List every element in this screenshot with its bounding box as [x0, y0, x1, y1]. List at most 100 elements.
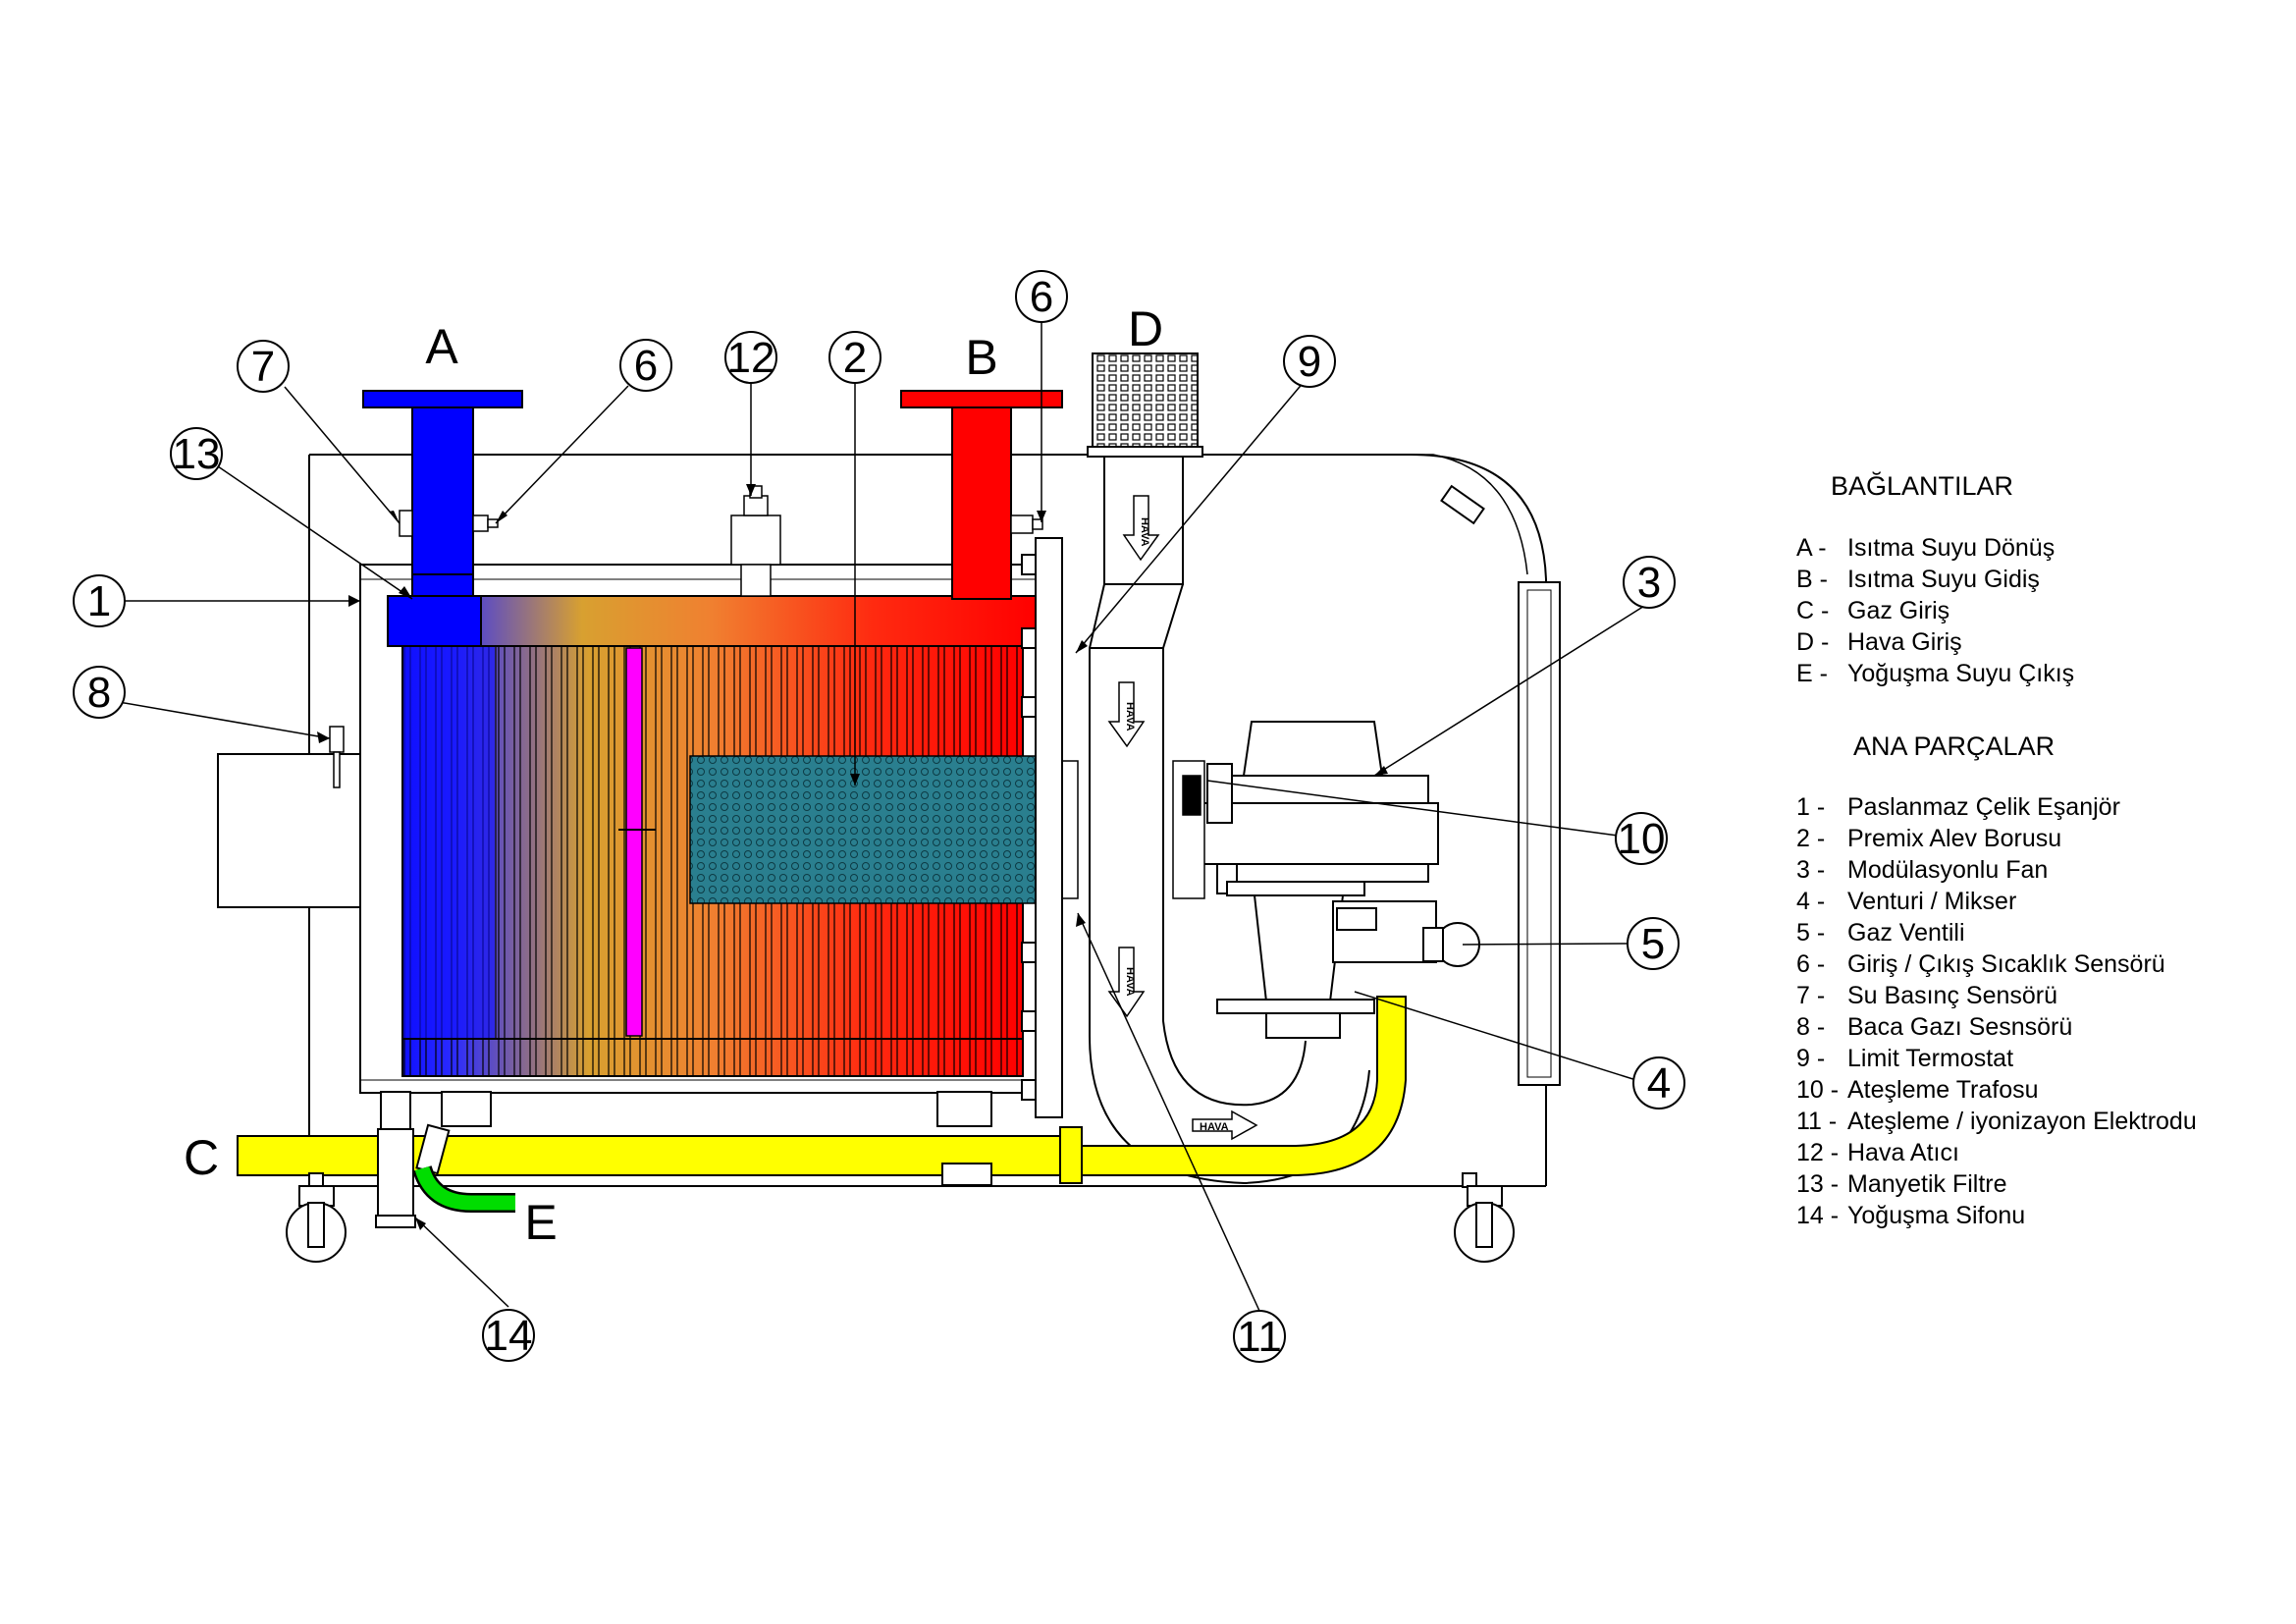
- part-key: 5 -: [1796, 919, 1826, 947]
- part-row-3: 3 -Modülasyonlu Fan: [1796, 856, 2048, 885]
- gas-valve: [1332, 900, 1480, 967]
- wheel-right: [1454, 1185, 1515, 1263]
- part-key: 12 -: [1796, 1139, 1840, 1166]
- balloon-6-left: 6: [619, 339, 672, 392]
- letter-e: E: [524, 1195, 557, 1250]
- part-row-13: 13 -Manyetik Filtre: [1796, 1170, 2007, 1199]
- leader-arrowheads: [317, 484, 1388, 1230]
- balloon-14: 14: [482, 1309, 535, 1362]
- balloon-9: 9: [1283, 335, 1336, 388]
- part-row-2: 2 - Premix Alev Borusu: [1796, 825, 2061, 853]
- part-key: 10 -: [1796, 1076, 1840, 1104]
- connection-label: Isıtma Suyu Dönüş: [1847, 534, 2056, 562]
- letter-d: D: [1128, 301, 1163, 356]
- balloon-12: 12: [724, 331, 777, 384]
- connections-title: BAĞLANTILAR: [1831, 471, 2014, 501]
- connection-key: D -: [1796, 628, 1830, 656]
- air-label-5: HAVA: [1200, 1121, 1229, 1133]
- balloon-8-label: 8: [87, 669, 111, 717]
- parts-title: ANA PARÇALAR: [1853, 731, 2056, 761]
- balloon-4-label: 4: [1647, 1059, 1671, 1108]
- balloon-3-label: 3: [1637, 559, 1661, 607]
- letter-b: B: [965, 330, 997, 385]
- part-key: 3 -: [1796, 856, 1826, 884]
- part-label: Giriş / Çıkış Sıcaklık Sensörü: [1847, 950, 2165, 978]
- front-flange: [1021, 537, 1063, 1118]
- part-row-4: 4 -Venturi / Mikser: [1796, 888, 2016, 916]
- balloon-4: 4: [1632, 1056, 1685, 1110]
- part-key: 6 -: [1796, 950, 1826, 978]
- part-key: 2 -: [1796, 825, 1826, 852]
- part-key: 7 -: [1796, 982, 1826, 1009]
- part-row-14: 14 - Yoğuşma Sifonu: [1796, 1202, 2025, 1230]
- part-label: Paslanmaz Çelik Eşanjör: [1847, 793, 2120, 821]
- support-feet: [308, 1091, 1477, 1188]
- connection-label: Isıtma Suyu Gidiş: [1847, 566, 2040, 593]
- part-label: Premix Alev Borusu: [1847, 825, 2062, 852]
- part-label: Yoğuşma Sifonu: [1847, 1202, 2026, 1229]
- part-label: Ateşleme Trafosu: [1847, 1076, 2039, 1104]
- part-row-7: 7 - Su Basınç Sensörü: [1796, 982, 2057, 1010]
- condensate-outlet-e: [412, 1164, 515, 1213]
- letter-c: C: [184, 1130, 219, 1185]
- balloon-9-label: 9: [1298, 338, 1321, 386]
- balloon-13-label: 13: [173, 430, 221, 478]
- gas-line-c: [237, 996, 1407, 1184]
- side-panel: [1518, 581, 1561, 1086]
- part-balloons: 1 2 3 4 5 6 6 7: [73, 270, 1685, 1363]
- part-label: Limit Termostat: [1847, 1045, 2014, 1072]
- balloon-3: 3: [1623, 556, 1676, 609]
- premix-burner-tube: [689, 755, 1079, 904]
- leader-lines: [118, 319, 1650, 1312]
- part-row-6: 6 - Giriş / Çıkış Sıcaklık Sensörü: [1796, 950, 2165, 979]
- balloon-12-label: 12: [727, 334, 775, 382]
- connection-key: A -: [1796, 534, 1827, 562]
- flue-gas-sensor: [329, 726, 345, 788]
- part-key: 13 -: [1796, 1170, 1840, 1198]
- part-row-11: 11 - Ateşleme / iyonizayon Elektrodu: [1796, 1108, 2197, 1136]
- balloon-6-right: 6: [1015, 270, 1068, 323]
- part-label: Baca Gazı Sesnsörü: [1847, 1013, 2073, 1041]
- part-row-8: 8 - Baca Gazı Sesnsörü: [1796, 1013, 2072, 1042]
- connection-letters: A B C D E: [184, 301, 1163, 1250]
- air-label-3: HAVA: [1124, 967, 1136, 997]
- ignition-transformer: [1172, 760, 1205, 899]
- air-vent: [730, 485, 781, 597]
- part-key: 14 -: [1796, 1202, 1840, 1229]
- part-row-1: 1 -Paslanmaz Çelik Eşanjör: [1796, 793, 2120, 822]
- balloon-11-label: 11: [1237, 1313, 1282, 1361]
- part-label: Su Basınç Sensörü: [1847, 982, 2058, 1009]
- part-key: 4 -: [1796, 888, 1826, 915]
- connection-row-e: E -Yoğuşma Suyu Çıkış: [1796, 660, 2074, 688]
- part-key: 9 -: [1796, 1045, 1826, 1072]
- air-label-1: HAVA: [1139, 517, 1150, 547]
- part-key: 11 -: [1796, 1108, 1838, 1135]
- balloon-1-label: 1: [87, 577, 111, 625]
- connection-label: Hava Giriş: [1847, 628, 1962, 656]
- return-water-pipe-a: [362, 390, 523, 1040]
- balloon-11: 11: [1233, 1310, 1286, 1363]
- balloon-2-label: 2: [843, 334, 867, 382]
- balloon-7: 7: [237, 340, 290, 393]
- connection-row-a: A - Isıtma Suyu Dönüş: [1796, 534, 2055, 563]
- connection-row-c: C -Gaz Giriş: [1796, 597, 1949, 625]
- part-label: Hava Atıcı: [1847, 1139, 1959, 1166]
- balloon-7-label: 7: [251, 343, 275, 391]
- part-key: 8 -: [1796, 1013, 1826, 1041]
- connection-key: E -: [1796, 660, 1828, 687]
- balloon-10: 10: [1615, 812, 1668, 865]
- venturi-mixer: [1216, 881, 1375, 1039]
- part-row-9: 9 - Limit Termostat: [1796, 1045, 2013, 1073]
- flue-gas-outlet: [217, 753, 364, 908]
- connection-row-b: B -Isıtma Suyu Gidiş: [1796, 566, 2040, 594]
- balloon-8: 8: [73, 666, 126, 719]
- part-row-12: 12 - Hava Atıcı: [1796, 1139, 1959, 1167]
- manifold-header: [387, 595, 1037, 647]
- balloon-5-label: 5: [1641, 920, 1665, 968]
- wheel-left: [286, 1185, 347, 1263]
- connection-key: C -: [1796, 597, 1830, 624]
- supply-water-pipe-b: [900, 390, 1063, 600]
- balloon-6-right-label: 6: [1030, 273, 1053, 321]
- part-label: Ateşleme / iyonizayon Elektrodu: [1847, 1108, 2197, 1135]
